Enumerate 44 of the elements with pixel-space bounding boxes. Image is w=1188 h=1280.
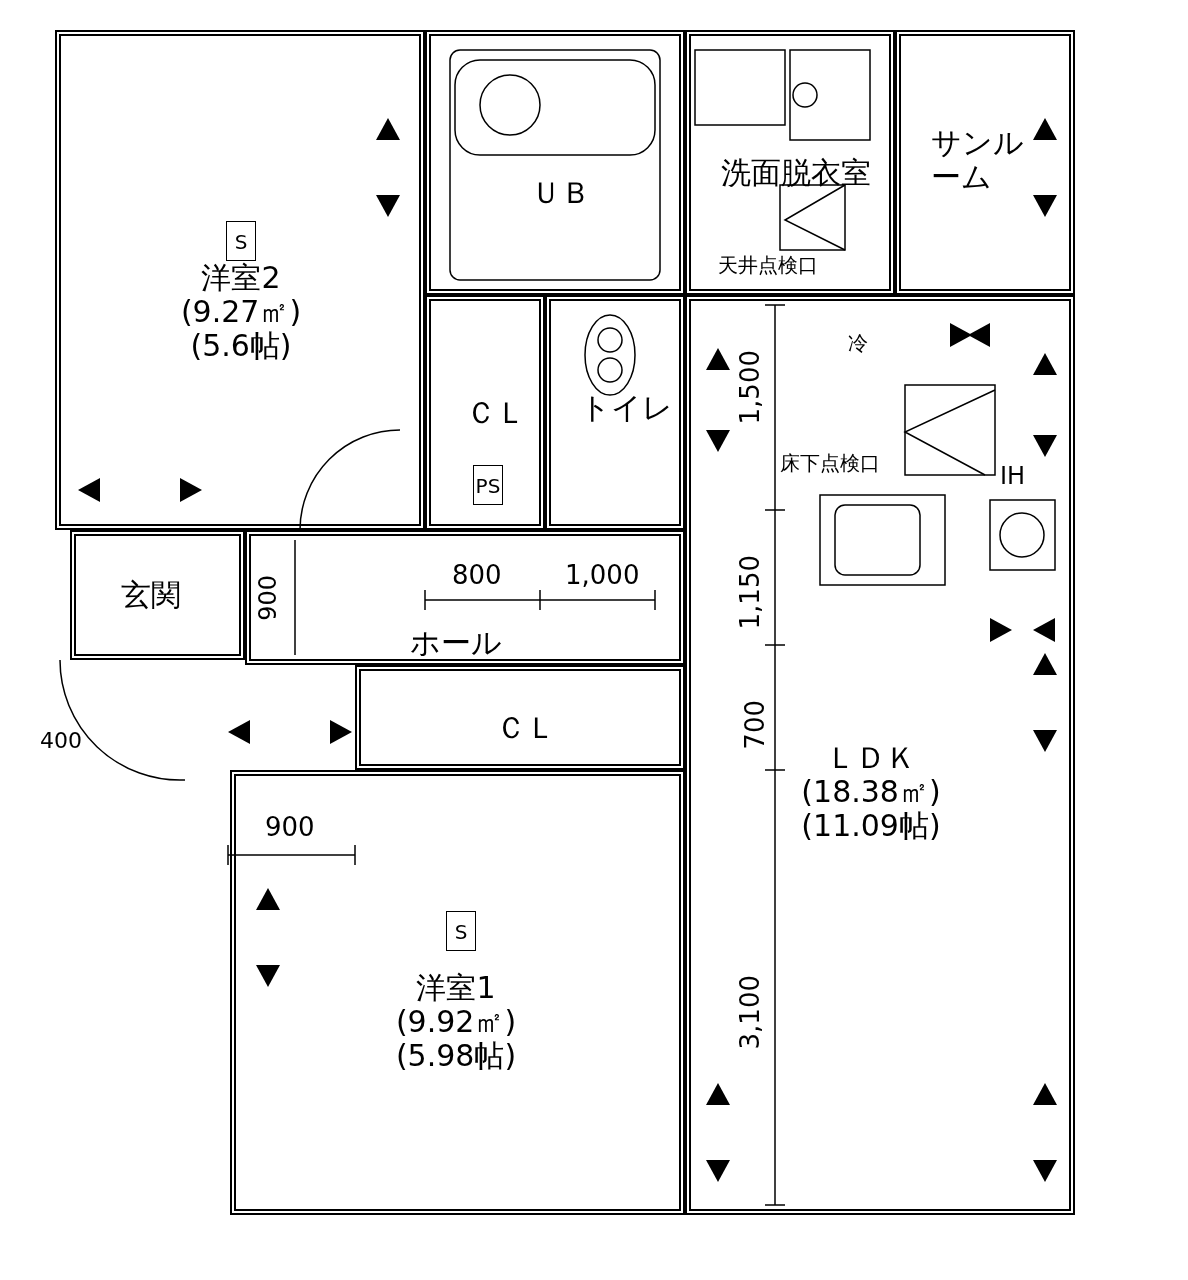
tatami-count: (5.6帖) (189, 329, 293, 363)
appliance-label: 冷 (848, 330, 868, 357)
room-outline (245, 530, 685, 665)
room-outline (355, 665, 685, 770)
dimension-value: 1,000 (565, 560, 640, 590)
dimension-value: 400 (40, 728, 82, 753)
outlet-symbol: PS (473, 465, 503, 505)
room-outline (55, 30, 425, 530)
room-outline (70, 530, 245, 660)
room-name: ホール (409, 626, 503, 660)
room-name: ＵＢ (530, 176, 592, 210)
room-name: サンルーム (931, 126, 1025, 194)
tatami-count: (5.98帖) (394, 1039, 518, 1073)
room-outline (425, 295, 545, 530)
outlet-symbol: S (446, 911, 476, 951)
room-outline (685, 295, 1075, 1215)
room-name: 洋室2 (200, 261, 282, 295)
room-outline (425, 30, 685, 295)
inspection-hatch-label: 天井点検口 (718, 252, 818, 279)
room-name: ＣＬ (495, 711, 557, 745)
room-outline (230, 770, 685, 1215)
dimension-value: 1,500 (735, 350, 765, 425)
room-name: トイレ (578, 391, 674, 425)
room-outline (895, 30, 1075, 295)
tatami-count: (11.09帖) (800, 809, 942, 843)
room-outline (685, 30, 895, 295)
dimension-value: 900 (265, 812, 315, 842)
inspection-hatch-label: 床下点検口 (780, 450, 880, 477)
dimension-value: 3,100 (735, 975, 765, 1050)
dimension-value: 1,150 (735, 555, 765, 630)
dimension-value: 700 (740, 700, 770, 750)
outlet-symbol: S (226, 221, 256, 261)
floor-area: (9.92㎡) (366, 1005, 546, 1039)
room-name: 洋室1 (415, 971, 497, 1005)
room-name: 玄関 (120, 578, 182, 612)
floor-area: (9.27㎡) (121, 295, 361, 329)
floor-area: (18.38㎡) (771, 775, 971, 809)
room-name: ＣＬ (465, 396, 527, 430)
room-name: ＬＤＫ (825, 741, 917, 775)
room-outline (545, 295, 685, 530)
appliance-label: IH (1000, 462, 1026, 490)
dimension-value: 900 (254, 575, 282, 621)
room-name: 洗面脱衣室 (720, 156, 872, 190)
dimension-value: 800 (452, 560, 502, 590)
